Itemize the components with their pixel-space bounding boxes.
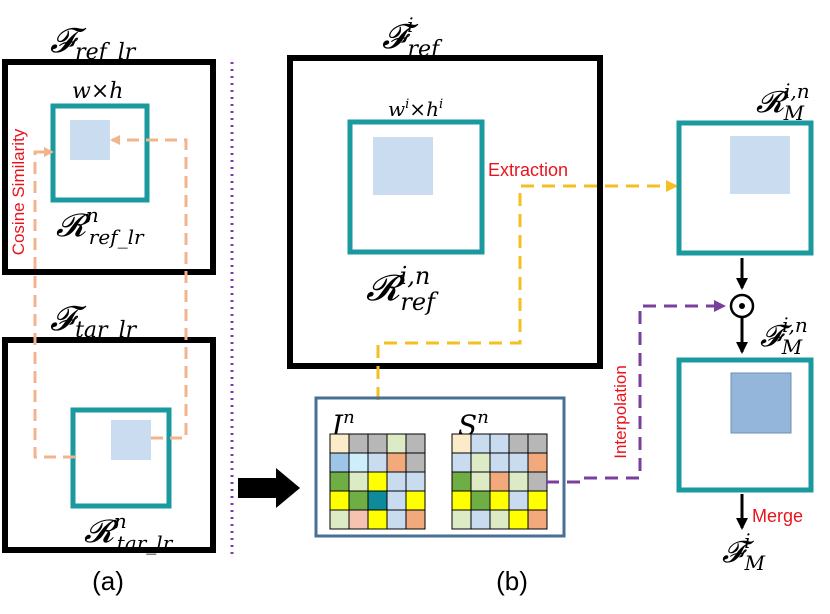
ref-lr-patch [70,120,110,160]
index-map-cell [348,509,369,530]
index-map-cell [367,452,388,473]
score-map-cell [489,471,510,492]
score-map-cell [470,490,491,511]
score-map-cell [489,509,510,530]
index-map-cell [329,433,350,454]
index-map-cell [367,433,388,454]
ref-lr-frame-title: 𝓕ref_lr [50,21,137,65]
score-map-cell [451,452,472,473]
score-map-cell [508,509,529,530]
index-map-cell [405,509,426,530]
score-map-cell [508,471,529,492]
index-map-cell [405,433,426,454]
ref-frame [287,55,603,369]
matched-region [676,120,814,256]
matched-patch [730,136,790,194]
score-map-cell [489,433,510,454]
index-map-cell [405,471,426,492]
multiply-operator-dot [739,303,745,309]
score-map-cell [451,509,472,530]
extraction-arrow [376,180,678,400]
score-map-cell [451,433,472,454]
index-map-cell [386,471,407,492]
matched-feature-patch [730,372,792,434]
score-map-cell [470,509,491,530]
input-arrow [238,468,300,508]
caption-b: (b) [496,566,528,596]
score-map-cell [527,433,548,454]
index-map-cell [367,471,388,492]
score-map-cell [451,490,472,511]
score-map-grid [451,433,548,530]
interpolation-label: Interpolation [611,365,630,459]
tar-lr-frame [2,337,216,553]
index-map-cell [367,509,388,530]
index-map-cell [386,452,407,473]
caption-a: (a) [92,566,124,596]
score-map-cell [508,452,529,473]
interpolation-arrow [546,300,726,484]
index-map-cell [348,490,369,511]
index-map-cell [348,433,369,454]
score-map-cell [451,471,472,492]
index-map-cell [386,509,407,530]
score-map-cell [527,471,548,492]
cosine-similarity-label: Cosine Similarity [9,128,28,255]
index-map-cell [329,471,350,492]
index-map-cell [348,471,369,492]
index-map-cell [405,490,426,511]
ref-region-size-label: w×h [72,79,123,104]
tar-lr-patch [111,420,151,460]
score-map-cell [470,452,491,473]
matched-feature-region [676,357,814,493]
extraction-label: Extraction [488,160,568,180]
index-map-grid [329,433,426,530]
index-map-cell [386,490,407,511]
index-map-cell [405,452,426,473]
score-map-cell [489,452,510,473]
similarity-arrow-right [110,135,188,440]
tar-lr-frame-title: 𝓕tar_lr [50,299,138,343]
score-map-cell [489,490,510,511]
index-map-cell [386,433,407,454]
index-map-cell [367,490,388,511]
score-map-cell [527,509,548,530]
score-map-cell [508,433,529,454]
score-map-cell [527,490,548,511]
index-map-cell [329,490,350,511]
index-map-cell [329,452,350,473]
similarity-arrow-left [33,147,75,459]
ref-patch [373,137,433,195]
ref-lr-frame [2,59,216,275]
ref-region-size-label: wi×hi [388,97,443,121]
score-map-cell [470,471,491,492]
score-map-cell [470,433,491,454]
merge-label: Merge [752,506,803,526]
score-map-cell [527,452,548,473]
score-map-cell [508,490,529,511]
maps-panel [314,396,566,538]
index-map-cell [329,509,350,530]
index-map-cell [348,452,369,473]
ref-region [347,119,485,255]
